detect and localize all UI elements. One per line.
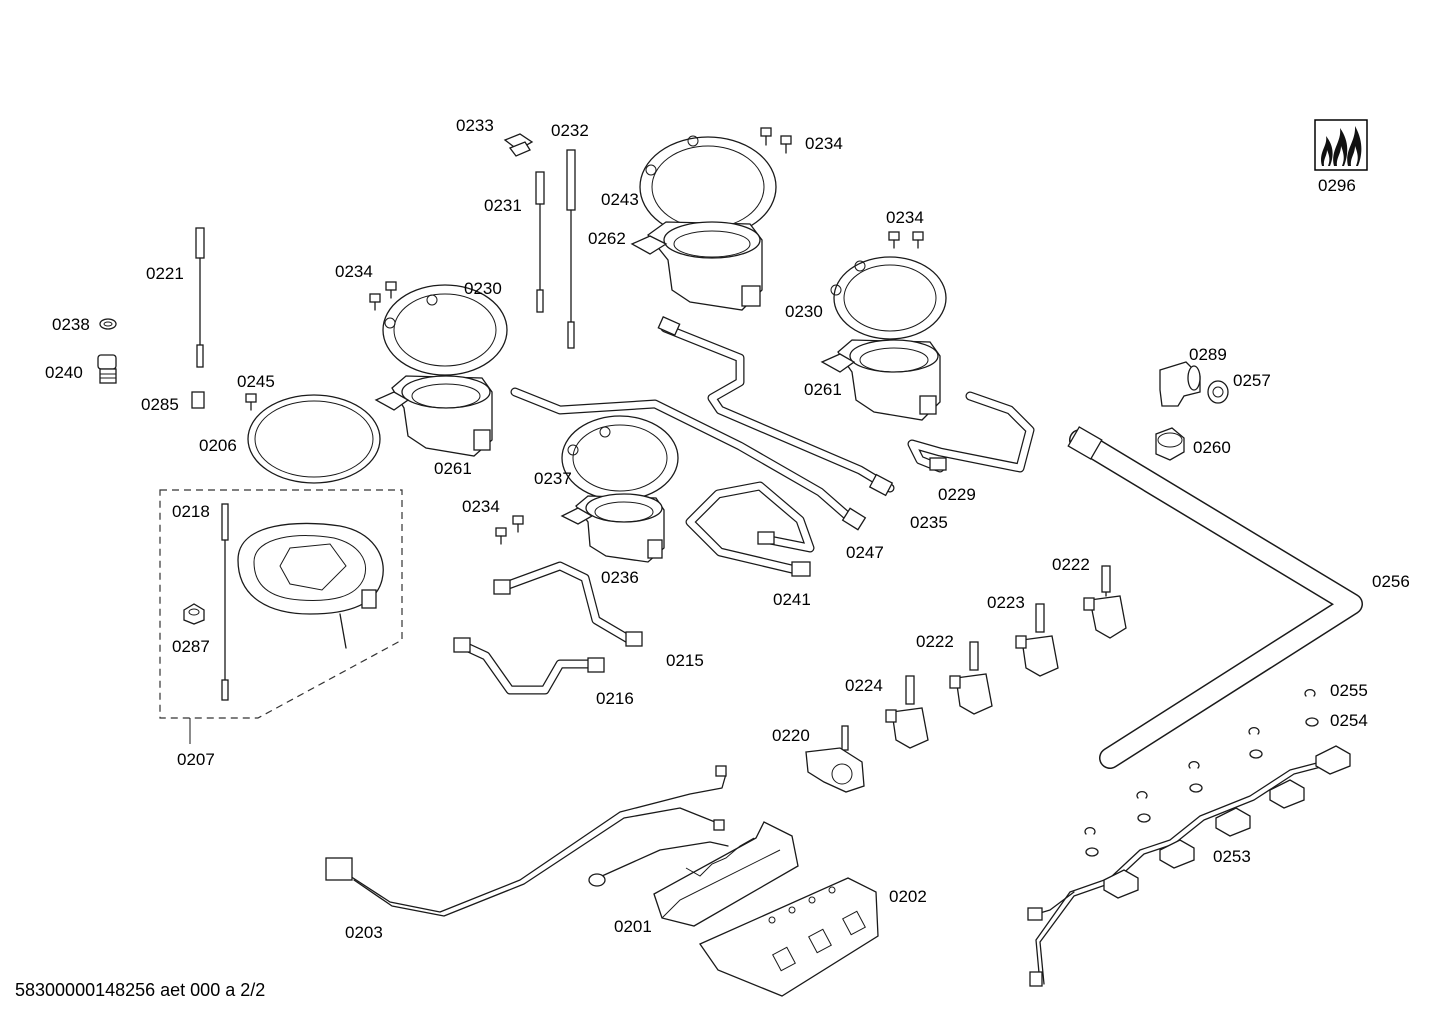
label-0232: 0232 (551, 121, 589, 140)
label-0287: 0287 (172, 637, 210, 656)
gas-valve-0222-right (1083, 565, 1127, 639)
bracket-0201 (653, 821, 799, 927)
wiring-harness-0203 (325, 765, 729, 917)
label-0230: 0230 (464, 279, 502, 298)
pipe-0235 (657, 315, 895, 497)
burner-base (237, 522, 384, 649)
ignition-switch (1103, 745, 1351, 899)
part-labels: 0233 0232 0234 0243 0231 0262 0234 0296 … (45, 116, 1410, 942)
label-0243: 0243 (601, 190, 639, 209)
gasket-0230-right (830, 256, 947, 340)
label-0261: 0261 (804, 380, 842, 399)
label-0230: 0230 (785, 302, 823, 321)
pipe-0247 (510, 387, 867, 531)
burner-cup-0261-right (820, 339, 941, 421)
label-0231: 0231 (484, 196, 522, 215)
label-0206: 0206 (199, 436, 237, 455)
label-0215: 0215 (666, 651, 704, 670)
label-0236: 0236 (601, 568, 639, 587)
label-0257: 0257 (1233, 371, 1271, 390)
label-0224: 0224 (845, 676, 883, 695)
gasket-0243 (639, 135, 777, 238)
nut-0260 (1155, 427, 1185, 461)
screw-0234-top (760, 127, 792, 154)
thermocouple-0232 (566, 149, 576, 349)
label-0253: 0253 (1213, 847, 1251, 866)
burner-cup-0262 (630, 221, 763, 311)
clip-0233 (503, 133, 534, 157)
screw-0234-right (888, 231, 924, 249)
gasket-0206 (247, 394, 381, 484)
label-0223: 0223 (987, 593, 1025, 612)
label-0234: 0234 (335, 262, 373, 281)
gasket-0237 (561, 415, 679, 501)
label-0245: 0245 (237, 372, 275, 391)
washers-0254 (1085, 717, 1319, 857)
label-0234: 0234 (805, 134, 843, 153)
label-0285: 0285 (141, 395, 179, 414)
label-0262: 0262 (588, 229, 626, 248)
clips-0255 (1084, 688, 1316, 835)
burner-cup-0236 (560, 493, 665, 563)
gasket-0230-left (382, 284, 508, 376)
pipe-0241 (685, 481, 815, 577)
ignition-switch-harness-0253 (1027, 688, 1351, 987)
burner-assembly-0207 (159, 489, 403, 744)
document-reference-footer: 58300000148256 aet 000 a 2/2 (15, 980, 266, 1000)
label-0220: 0220 (772, 726, 810, 745)
label-0260: 0260 (1193, 438, 1231, 457)
label-0240: 0240 (45, 363, 83, 382)
pipe-0215 (493, 561, 643, 647)
label-0234: 0234 (886, 208, 924, 227)
label-0207: 0207 (177, 750, 215, 769)
label-0201: 0201 (614, 917, 652, 936)
label-0222: 0222 (1052, 555, 1090, 574)
label-0296: 0296 (1318, 176, 1356, 195)
label-0254: 0254 (1330, 711, 1368, 730)
label-0202: 0202 (889, 887, 927, 906)
label-0222: 0222 (916, 632, 954, 651)
nozzle-0240 (97, 354, 117, 384)
gas-valve-0223 (1015, 603, 1059, 677)
label-0234: 0234 (462, 497, 500, 516)
gas-valve-0222-left (949, 641, 993, 715)
thermocouple-0218 (221, 503, 229, 701)
label-0238: 0238 (52, 315, 90, 334)
sleeve-0285 (191, 391, 205, 409)
gas-valve-0220 (805, 725, 865, 793)
bracket-0202 (699, 877, 879, 997)
label-0261: 0261 (434, 459, 472, 478)
main-gas-pipe-0256 (1067, 426, 1363, 769)
gas-flame-icon (1314, 119, 1368, 171)
label-0233: 0233 (456, 116, 494, 135)
label-0247: 0247 (846, 543, 884, 562)
label-0289: 0289 (1189, 345, 1227, 364)
ignition-electrode-0221 (195, 227, 205, 368)
pipe-0229 (907, 391, 1035, 473)
label-0241: 0241 (773, 590, 811, 609)
label-0203: 0203 (345, 923, 383, 942)
gas-valve-0224 (885, 675, 929, 749)
burner-cup-0261-left (374, 375, 493, 457)
ring-0238 (99, 318, 117, 330)
label-0256: 0256 (1372, 572, 1410, 591)
pipe-0216 (453, 637, 605, 695)
label-0218: 0218 (172, 502, 210, 521)
nut-0287 (183, 603, 205, 625)
ignition-electrode-0231 (535, 171, 545, 313)
label-0221: 0221 (146, 264, 184, 283)
label-0229: 0229 (938, 485, 976, 504)
washer-0257 (1207, 380, 1229, 404)
label-0216: 0216 (596, 689, 634, 708)
label-0237: 0237 (534, 469, 572, 488)
screw-0245 (245, 393, 257, 411)
screw-0234-mid (495, 515, 524, 545)
elbow-fitting-0289 (1159, 361, 1201, 407)
label-0235: 0235 (910, 513, 948, 532)
screw-0234-left (369, 281, 397, 311)
label-0255: 0255 (1330, 681, 1368, 700)
